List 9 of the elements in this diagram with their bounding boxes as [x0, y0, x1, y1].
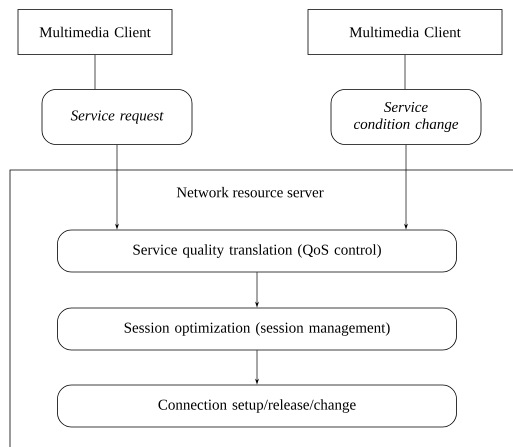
process-box: Service quality translation (QoS control)	[57, 230, 457, 272]
process-box: Session optimization (session management)	[57, 308, 457, 350]
connector-line	[404, 54, 406, 90]
event-box: Service request	[42, 89, 192, 145]
client-box: Multimedia Client	[308, 9, 502, 55]
client-box: Multimedia Client	[18, 9, 172, 55]
event-box: Service condition change	[330, 89, 482, 145]
connector-line	[94, 54, 96, 90]
process-box: Connection setup/release/change	[57, 384, 457, 428]
